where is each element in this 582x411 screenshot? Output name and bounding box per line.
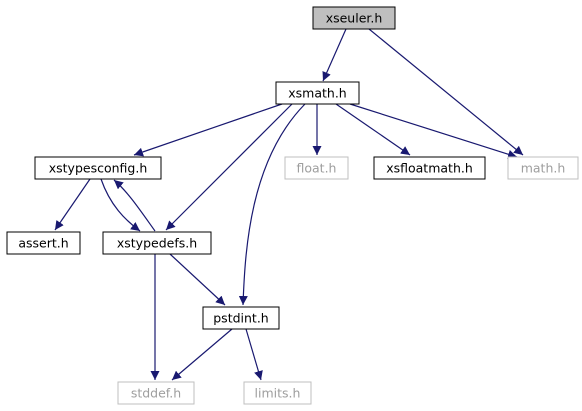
node-label-stddef: stddef.h	[131, 386, 181, 401]
node-label-float: float.h	[297, 161, 337, 176]
edge-xstypesconfig-to-xstypedefs	[100, 178, 141, 232]
node-box-float	[284, 156, 349, 180]
node-stddef: stddef.h	[117, 381, 195, 405]
node-xstypesconfig[interactable]: xstypesconfig.h	[34, 156, 162, 180]
node-label-pstdint: pstdint.h	[213, 311, 268, 326]
edges-layer	[54, 28, 524, 381]
edge-xsmath-to-math	[349, 103, 518, 159]
edge-xsmath-to-pstdint	[238, 103, 306, 306]
node-float: float.h	[284, 156, 349, 180]
edge-xsmath-to-xsfloatmath	[335, 103, 411, 156]
node-box-stddef	[117, 381, 195, 405]
node-box-assert	[6, 231, 81, 255]
node-xsmath[interactable]: xsmath.h	[275, 81, 360, 105]
edge-pstdint-to-limits	[245, 328, 263, 381]
node-box-xstypedefs	[102, 231, 212, 255]
node-pstdint[interactable]: pstdint.h	[202, 306, 280, 330]
node-box-limits	[243, 381, 312, 405]
node-label-assert: assert.h	[18, 236, 68, 251]
node-box-xsfloatmath	[373, 156, 486, 180]
node-box-pstdint	[202, 306, 280, 330]
node-label-xsmath: xsmath.h	[288, 86, 346, 101]
node-label-math: math.h	[521, 161, 566, 176]
node-box-math	[507, 156, 579, 180]
node-assert[interactable]: assert.h	[6, 231, 81, 255]
nodes-layer: xseuler.h xsmath.h xstypesconfig.h float.h x…	[6, 6, 579, 405]
node-label-xstypedefs: xstypedefs.h	[117, 236, 197, 251]
node-xseuler[interactable]: xseuler.h	[312, 6, 396, 30]
edge-xsmath-to-xstypesconfig	[133, 103, 283, 157]
node-limits: limits.h	[243, 381, 312, 405]
node-math: math.h	[507, 156, 579, 180]
node-box-xsmath	[275, 81, 360, 105]
node-xstypedefs[interactable]: xstypedefs.h	[102, 231, 212, 255]
edge-xseuler-to-math	[368, 28, 524, 156]
node-label-limits: limits.h	[255, 386, 301, 401]
edge-xstypedefs-to-pstdint	[169, 253, 226, 306]
node-xsfloatmath[interactable]: xsfloatmath.h	[373, 156, 486, 180]
edge-xsmath-to-xstypedefs	[165, 103, 293, 231]
node-box-xseuler	[312, 6, 396, 30]
node-label-xseuler: xseuler.h	[326, 11, 383, 26]
edge-pstdint-to-stddef	[171, 328, 233, 381]
edge-xseuler-to-xsmath	[322, 28, 347, 82]
edge-xstypedefs-to-xstypesconfig	[113, 179, 156, 232]
node-label-xsfloatmath: xsfloatmath.h	[386, 161, 473, 176]
edge-xstypesconfig-to-assert	[54, 178, 91, 231]
node-label-xstypesconfig: xstypesconfig.h	[49, 161, 148, 176]
node-box-xstypesconfig	[34, 156, 162, 180]
